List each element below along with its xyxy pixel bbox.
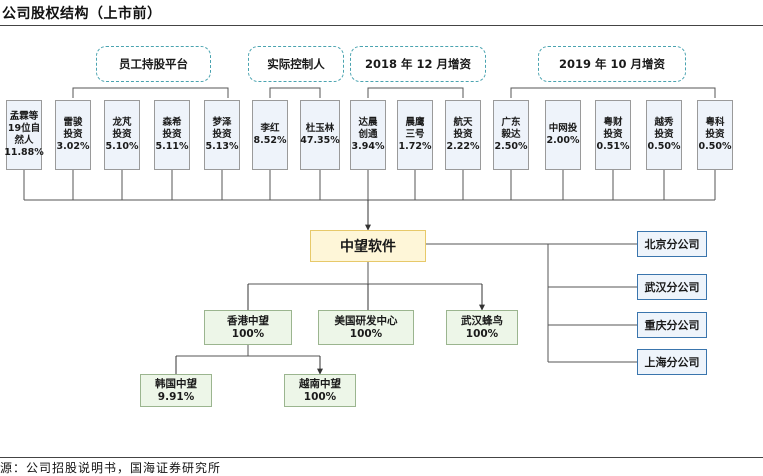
bracket-2018 (367, 87, 464, 98)
bracket-2019 (510, 87, 716, 98)
shareholder-pct: 2.50% (494, 141, 528, 152)
subsidiary-arrows (247, 284, 482, 310)
shareholder-drops (23, 170, 716, 200)
shareholder-name: 越秀 投资 (654, 117, 674, 140)
subsidiary-name: 美国研发中心 (334, 314, 398, 327)
page-title: 公司股权结构（上市前） (2, 6, 162, 22)
footer-divider (0, 457, 763, 458)
shareholder-pct: 5.13% (205, 141, 239, 152)
shareholder-name: 孟霖等 19位自 然人 (7, 111, 41, 146)
shareholder-pct: 8.52% (253, 135, 287, 146)
shareholder-name: 森希 投资 (162, 117, 182, 140)
subsidiary-pct: 9.91% (157, 390, 195, 403)
shareholder-name: 中网投 (548, 123, 578, 134)
group-2019-capital-increase: 2019 年 10 月增资 (538, 46, 686, 82)
group-employee-platform: 员工持股平台 (96, 46, 211, 82)
shareholder-name: 雷骏 投资 (63, 117, 83, 140)
shareholder-name: 达晨 创通 (358, 117, 378, 140)
shareholder-name: 龙芃 投资 (112, 117, 132, 140)
shareholder-pct: 5.11% (155, 141, 189, 152)
branch-beijing: 北京分公司 (637, 231, 707, 257)
branch-chongqing: 重庆分公司 (637, 312, 707, 338)
subsidiary-name: 武汉蜂鸟 (461, 314, 503, 327)
shareholder-name: 广东 毅达 (501, 117, 521, 140)
shareholder-pct: 1.72% (398, 141, 432, 152)
shareholder-name: 粤财 投资 (603, 117, 623, 140)
shareholder-pct: 0.50% (698, 141, 732, 152)
branch-wuhan: 武汉分公司 (637, 274, 707, 300)
shareholder-name: 粤科 投资 (705, 117, 725, 140)
shareholder-pct: 0.50% (647, 141, 681, 152)
hk-to-subs (176, 345, 320, 357)
shareholder-name: 航天 投资 (453, 117, 473, 140)
shareholder-pct: 3.02% (56, 141, 90, 152)
title-divider (0, 25, 763, 26)
shareholder-pct: 2.00% (546, 135, 580, 146)
shareholder-pct: 3.94% (351, 141, 385, 152)
shareholder-name: 晨鹰 三号 (405, 117, 425, 140)
bracket-controller (269, 87, 321, 98)
shareholder-name: 李红 (260, 123, 280, 134)
shareholder-name: 杜玉林 (305, 123, 335, 134)
group-2018-capital-increase: 2018 年 12 月增资 (350, 46, 486, 82)
company-to-subsidiaries (248, 262, 482, 285)
hk-sub-arrows (175, 356, 320, 374)
company-box: 中望软件 (310, 230, 426, 262)
group-actual-controller: 实际控制人 (248, 46, 344, 82)
bracket-employee (72, 87, 229, 98)
branch-shanghai: 上海分公司 (637, 349, 707, 375)
subsidiary-pct: 100% (231, 327, 265, 340)
shareholder-pct: 47.35% (300, 135, 340, 146)
shareholder-pct: 5.10% (105, 141, 139, 152)
shareholder-name: 梦泽 投资 (212, 117, 232, 140)
subsidiary-name: 香港中望 (227, 314, 269, 327)
subsidiary-pct: 100% (349, 327, 383, 340)
source-note: 源：公司招股说明书，国海证券研究所 (0, 461, 222, 475)
subsidiary-pct: 100% (465, 327, 499, 340)
subsidiary-name: 韩国中望 (155, 377, 197, 390)
shareholder-pct: 11.88% (4, 147, 44, 158)
subsidiary-name: 越南中望 (299, 377, 341, 390)
shareholder-pct: 2.22% (446, 141, 480, 152)
subsidiary-pct: 100% (303, 390, 337, 403)
company-to-branches (426, 243, 637, 363)
shareholder-pct: 0.51% (596, 141, 630, 152)
